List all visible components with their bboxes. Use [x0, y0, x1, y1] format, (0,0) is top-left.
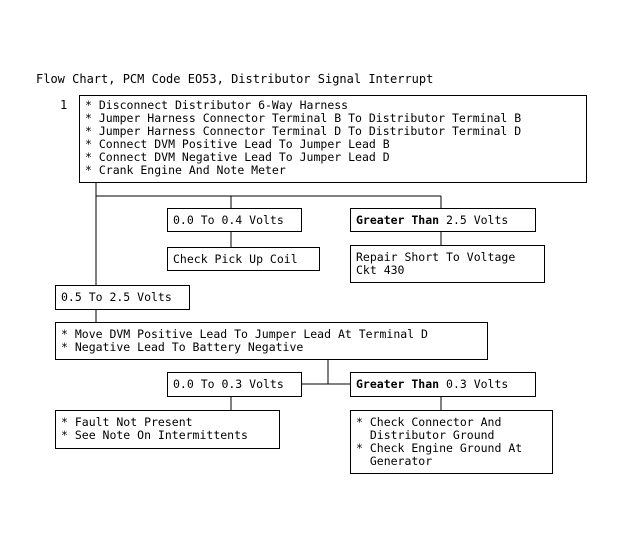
result-mid-box: 0.5 To 2.5 Volts	[55, 285, 190, 310]
check-ground-line: * Check Connector And	[356, 415, 502, 429]
step-2-line: * Move DVM Positive Lead To Jumper Lead …	[61, 327, 428, 341]
result-mid-label: 0.5 To 2.5 Volts	[61, 290, 172, 304]
step-1-line: * Jumper Harness Connector Terminal B To…	[85, 111, 522, 125]
check-ground-line: Distributor Ground	[356, 428, 495, 442]
step-1-box: * Disconnect Distributor 6-Way Harness *…	[79, 95, 587, 183]
result2-high-rest: 0.3 Volts	[439, 377, 509, 391]
repair-short-box: Repair Short To Voltage Ckt 430	[350, 245, 545, 283]
check-ground-box: * Check Connector And Distributor Ground…	[350, 410, 553, 474]
chart-title: Flow Chart, PCM Code EO53, Distributor S…	[36, 72, 434, 86]
result-low-box: 0.0 To 0.4 Volts	[167, 208, 302, 232]
step-1-line: * Connect DVM Positive Lead To Jumper Le…	[85, 137, 390, 151]
result2-high-bold: Greater Than	[356, 377, 440, 391]
fault-line: * Fault Not Present	[61, 415, 193, 429]
result2-low-box: 0.0 To 0.3 Volts	[167, 372, 302, 397]
result-high-rest: 2.5 Volts	[439, 212, 509, 227]
result-high-bold: Greater Than	[356, 212, 440, 227]
result2-high-box: Greater Than 0.3 Volts	[350, 372, 536, 397]
step-1-line: * Connect DVM Negative Lead To Jumper Le…	[85, 150, 390, 164]
step-2-line: * Negative Lead To Battery Negative	[61, 340, 304, 354]
step-1-line: * Crank Engine And Note Meter	[85, 163, 286, 177]
fault-line: * See Note On Intermittents	[61, 428, 248, 442]
result-low-label: 0.0 To 0.4 Volts	[173, 212, 284, 227]
step-number: 1	[60, 98, 68, 112]
repair-short-line: Ckt 430	[356, 263, 405, 277]
step-1-line: * Disconnect Distributor 6-Way Harness	[85, 98, 349, 112]
step-1-line: * Jumper Harness Connector Terminal D To…	[85, 124, 522, 138]
pickup-coil-label: Check Pick Up Coil	[173, 251, 298, 266]
fault-not-present-box: * Fault Not Present * See Note On Interm…	[55, 410, 280, 449]
repair-short-line: Repair Short To Voltage	[356, 250, 516, 264]
check-ground-line: Generator	[356, 454, 433, 468]
pickup-coil-box: Check Pick Up Coil	[167, 247, 320, 271]
check-ground-line: * Check Engine Ground At	[356, 441, 523, 455]
result-high-box: Greater Than 2.5 Volts	[350, 208, 536, 232]
step-2-box: * Move DVM Positive Lead To Jumper Lead …	[55, 322, 488, 360]
result2-low-label: 0.0 To 0.3 Volts	[173, 377, 284, 391]
